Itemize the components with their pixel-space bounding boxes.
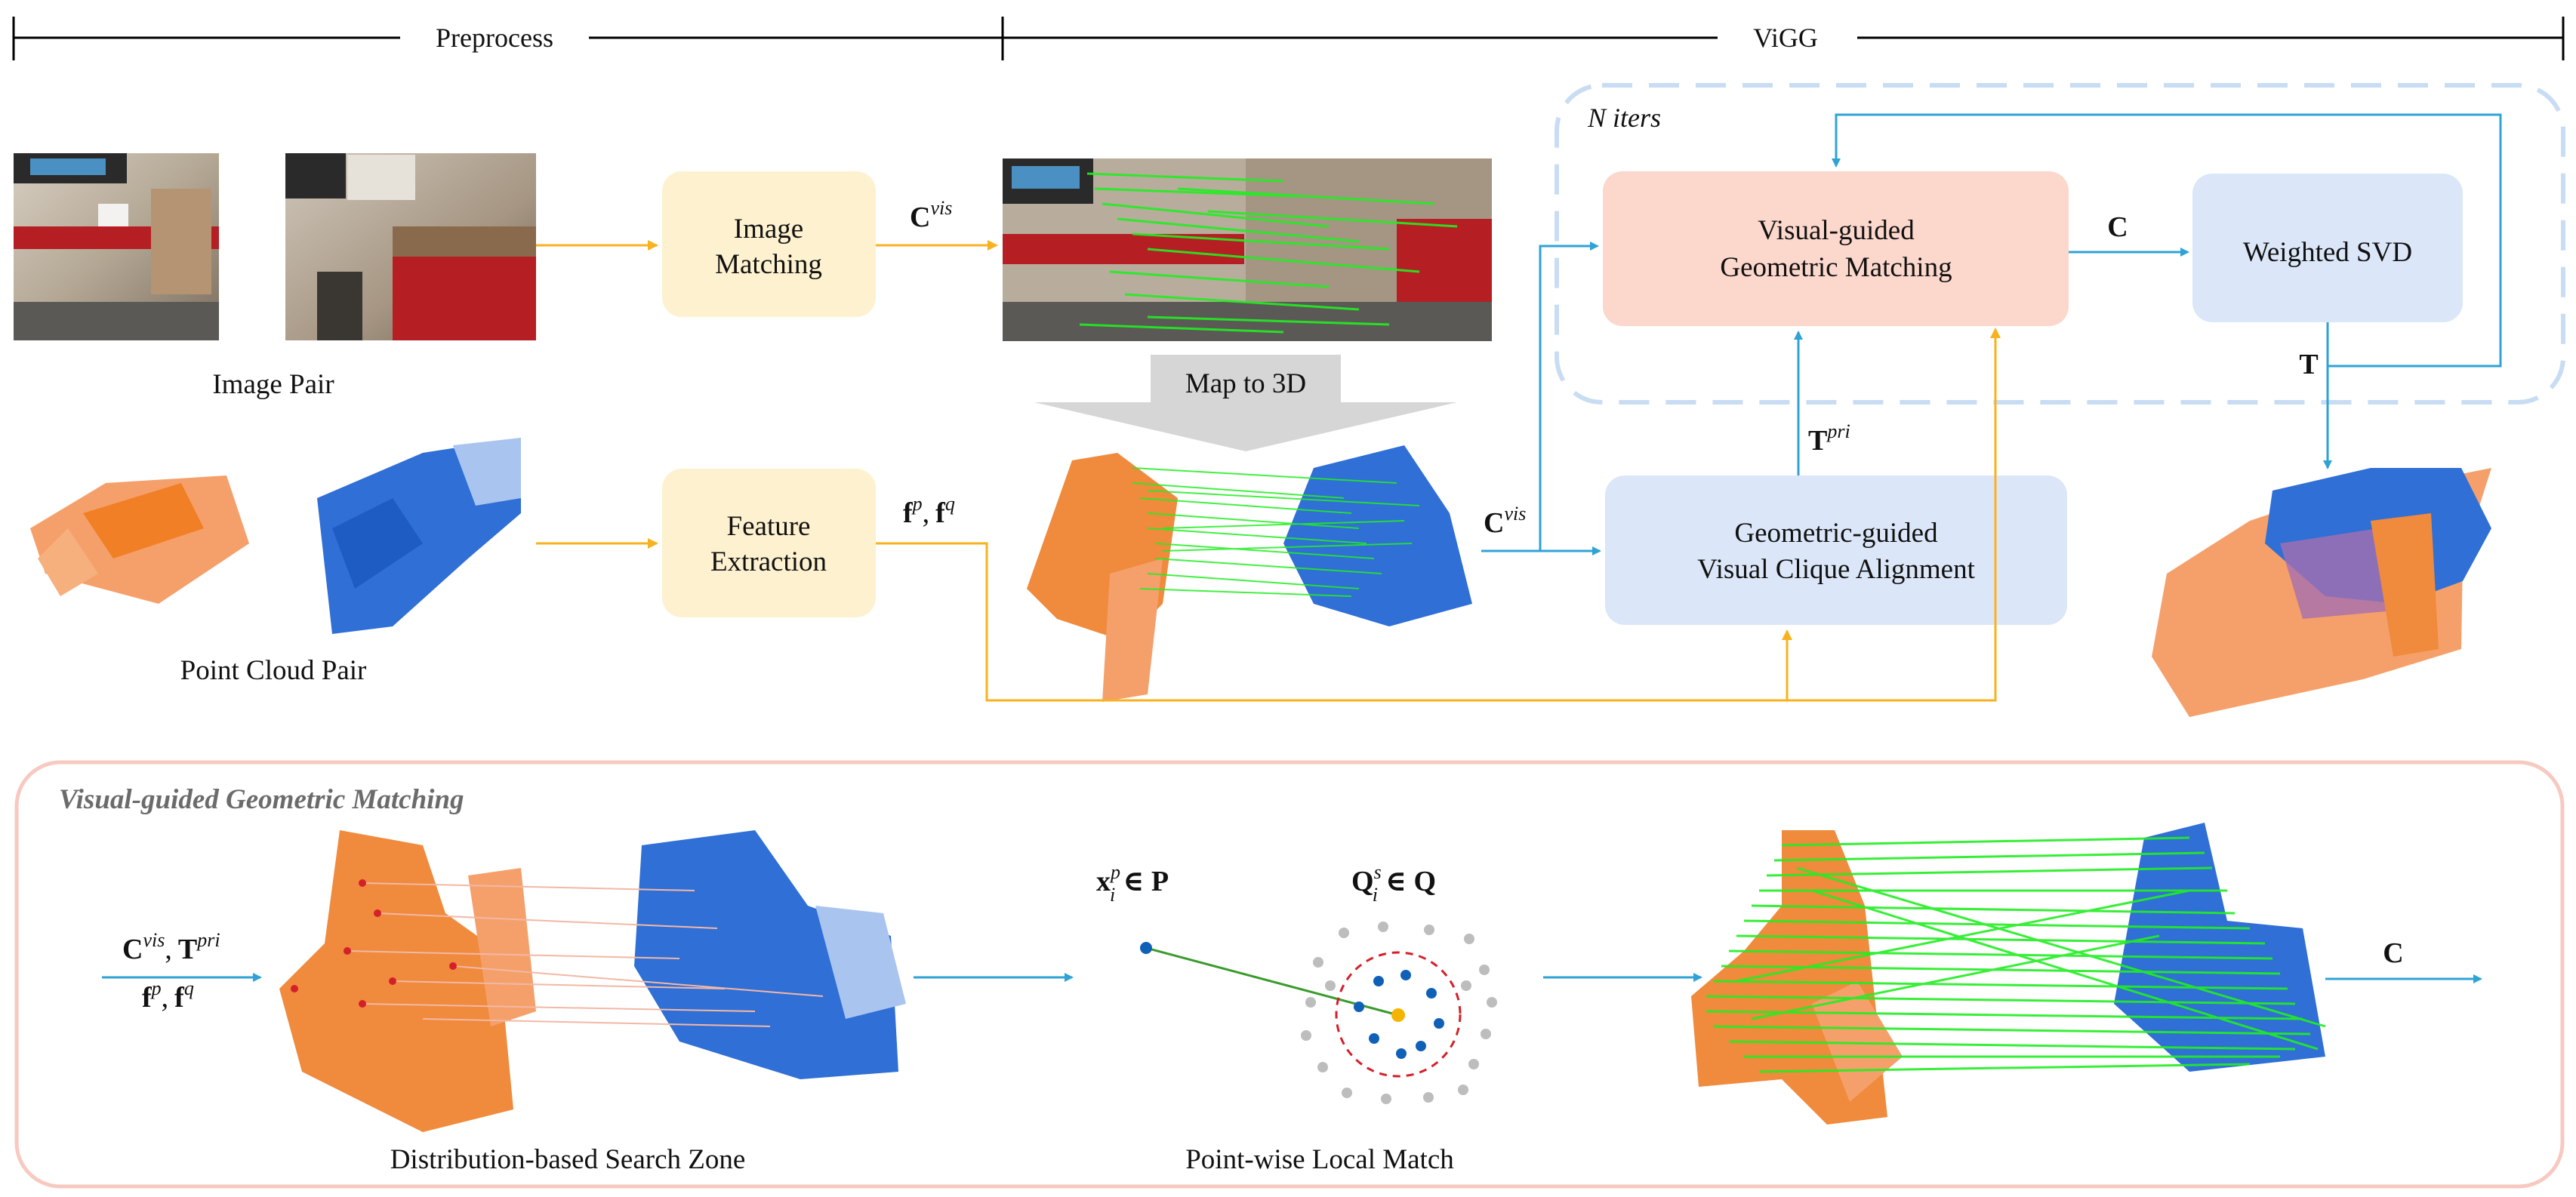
image-matching-label-2: Matching (715, 249, 822, 280)
arrow-cvis-to-vgm (1481, 242, 1599, 552)
visual-guided-box: Visual-guided Geometric Matching (1603, 171, 2069, 326)
t-label: T (2299, 349, 2318, 380)
map-to-3d-label: Map to 3D (1185, 368, 1306, 399)
image-pair-caption: Image Pair (212, 369, 334, 400)
geometric-guided-box: Geometric-guided Visual Clique Alignment (1605, 475, 2067, 625)
point-cloud-orange (30, 475, 249, 604)
search-zone-caption: Distribution-based Search Zone (390, 1144, 746, 1175)
c-output-label: C (2383, 937, 2403, 969)
vgm-detail-panel (14, 760, 2565, 1189)
local-match-caption: Point-wise Local Match (1185, 1144, 1454, 1175)
feature-extraction-box: Feature Extraction (662, 469, 876, 617)
cvis-tpri-input-label: Cvis,Tpri (122, 929, 220, 965)
point-cloud-blue (317, 438, 521, 634)
feature-extraction-label-2: Extraction (710, 546, 827, 577)
matched-clouds-3d (1027, 445, 1472, 702)
image-matching-box: Image Matching (662, 171, 876, 317)
header-rule: Preprocess ViGG (12, 17, 2565, 60)
feature-line-to-vgm (876, 328, 2001, 702)
search-zone-clouds (279, 830, 906, 1132)
weighted-svd-box: Weighted SVD (2192, 174, 2463, 322)
geometric-guided-label-2: Visual Clique Alignment (1697, 554, 1975, 585)
registered-cloud (2152, 468, 2491, 717)
image-pair-photo (14, 153, 536, 340)
geometric-guided-label-1: Geometric-guided (1734, 518, 1938, 549)
c-vis-label-mid: Cvis (1484, 503, 1526, 539)
weighted-svd-label: Weighted SVD (2243, 237, 2412, 268)
matched-images-photo (1003, 158, 1492, 341)
fp-fq-input-label: fp,fq (142, 977, 194, 1014)
image-matching-label-1: Image (734, 214, 803, 245)
fp-fq-label: fp,fq (903, 493, 955, 529)
n-iters-loop (1555, 83, 2565, 405)
visual-guided-label-1: Visual-guided (1758, 215, 1915, 246)
n-iters-label: N iters (1587, 103, 1661, 133)
feature-extraction-label-1: Feature (727, 511, 811, 542)
visual-guided-label-2: Geometric Matching (1720, 252, 1952, 283)
c-label-top: C (2107, 211, 2128, 243)
preprocess-label: Preprocess (436, 23, 553, 53)
point-cloud-pair-caption: Point Cloud Pair (180, 655, 367, 686)
vgm-panel-title: Visual-guided Geometric Matching (59, 784, 464, 815)
map-to-3d-arrow: Map to 3D (1034, 355, 1457, 451)
dense-matched-clouds (1691, 823, 2326, 1125)
loop-feedback-arrow (1832, 113, 2502, 368)
t-pri-label: Tpri (1808, 420, 1850, 457)
vigg-label: ViGG (1753, 23, 1818, 53)
c-vis-label-top: Cvis (910, 197, 952, 233)
